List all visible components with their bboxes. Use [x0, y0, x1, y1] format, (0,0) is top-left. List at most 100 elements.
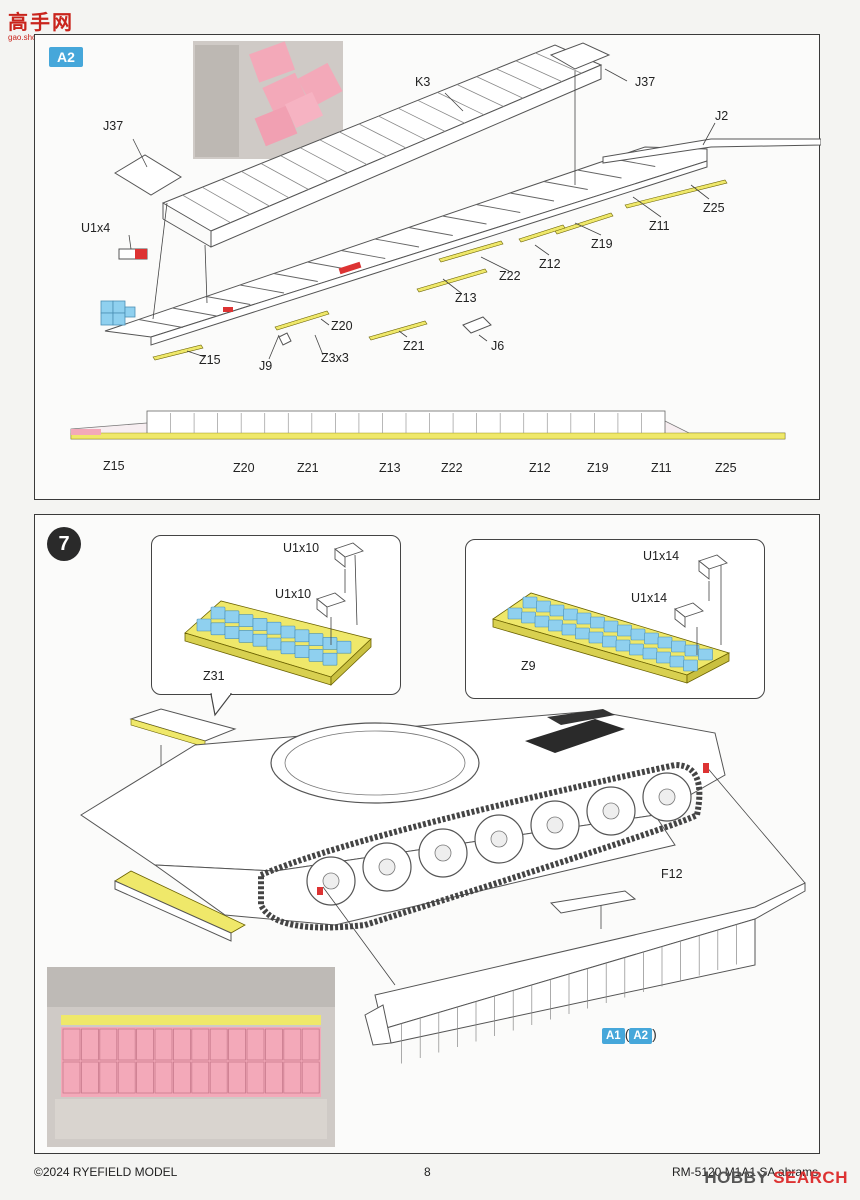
- frame-slat: [442, 215, 487, 225]
- frame-slat: [273, 273, 318, 282]
- k3-divider: [202, 186, 251, 215]
- label-j37-left: J37: [103, 119, 124, 133]
- wheel-hub: [546, 816, 564, 834]
- side-label: Z15: [103, 459, 125, 473]
- label-j9: J9: [259, 359, 273, 373]
- wheel-hub: [658, 788, 676, 806]
- photo-armor-block: [283, 1061, 302, 1094]
- label-z11: Z11: [649, 219, 670, 233]
- watermark-brand2: SEARCH: [773, 1168, 848, 1187]
- k3-divider: [515, 60, 563, 82]
- label-u1x14-a: U1x14: [643, 549, 680, 563]
- footer-product: RM-5120 M1A1 SA abrams: [672, 1165, 819, 1179]
- watermark-brand: HOBBY: [704, 1168, 768, 1187]
- reactive-block: [561, 623, 577, 636]
- reactive-block: [308, 633, 324, 646]
- j2-rail: [602, 138, 821, 164]
- reactive-block: [266, 621, 282, 635]
- photo-armor-block: [228, 1061, 247, 1094]
- j9-part: [278, 332, 292, 346]
- frame-slat: [543, 181, 588, 190]
- label-u1x10-b: U1x10: [275, 587, 312, 601]
- side-label: Z11: [651, 461, 672, 475]
- k3-divider: [221, 178, 270, 207]
- turret-ring: [270, 722, 480, 804]
- photo-armor-block: [154, 1028, 173, 1061]
- reactive-block: [602, 635, 617, 648]
- label-z21: Z21: [403, 339, 425, 353]
- photo-armor-block: [228, 1028, 247, 1061]
- reactive-block: [563, 608, 578, 621]
- label-z12: Z12: [539, 257, 561, 271]
- label-z31: Z31: [203, 669, 225, 683]
- reactive-block: [576, 612, 592, 625]
- k3-divider: [280, 155, 329, 182]
- k3-armor-strip: [161, 44, 603, 248]
- photo-armor-block: [264, 1061, 283, 1094]
- reactive-block: [671, 640, 686, 653]
- reactive-block: [522, 596, 538, 609]
- reactive-block: [698, 648, 713, 661]
- panel-a2-badge: A2: [49, 47, 83, 67]
- reactive-block: [238, 630, 254, 643]
- label-z9: Z9: [521, 659, 536, 673]
- photo-armor-block: [172, 1061, 191, 1094]
- reactive-block: [630, 628, 646, 641]
- label-z19: Z19: [591, 237, 613, 251]
- photo-armor-block: [264, 1028, 283, 1061]
- panel-step-7: 7: [34, 514, 820, 1154]
- reactive-block: [322, 637, 338, 650]
- photo-armor-block: [81, 1061, 99, 1094]
- label-f12: F12: [661, 867, 683, 881]
- frame-slat: [239, 284, 285, 294]
- reactive-block: [644, 632, 659, 645]
- frame-slat: [341, 250, 386, 259]
- label-j6: J6: [491, 339, 505, 353]
- label-z3x3: Z3x3: [321, 351, 349, 365]
- reactive-block: [548, 619, 563, 632]
- a2-photo-inset: [193, 41, 343, 159]
- ref-open-paren: (: [624, 1026, 630, 1042]
- reactive-block: [617, 624, 632, 637]
- panel-a2: A2: [34, 34, 821, 500]
- ref-a2: A2: [629, 1028, 653, 1044]
- reactive-block: [294, 645, 310, 658]
- reactive-block: [280, 625, 296, 639]
- side-label: Z20: [233, 461, 255, 475]
- j37-left-part: [114, 154, 182, 196]
- reactive-block: [642, 647, 658, 660]
- k3-divider: [358, 123, 407, 149]
- label-j2: J2: [715, 109, 729, 123]
- reactive-block: [603, 620, 619, 633]
- reactive-block: [308, 649, 324, 662]
- frame-slat: [509, 192, 555, 202]
- k3-divider: [319, 139, 368, 165]
- reactive-block: [210, 606, 226, 620]
- reactive-block: [575, 627, 590, 640]
- a2-leader-lines: [128, 68, 716, 360]
- reactive-block: [280, 641, 296, 655]
- k3-divider: [535, 52, 582, 74]
- frame-slat: [577, 169, 622, 179]
- step7-drawing: [47, 542, 806, 1147]
- reactive-block: [252, 618, 268, 631]
- wheel-hub: [602, 802, 620, 820]
- photo-armor-block: [172, 1028, 191, 1061]
- reactive-block: [629, 643, 644, 656]
- a2-side-view: [70, 410, 786, 440]
- ref-a1: A1: [602, 1028, 625, 1044]
- photo-armor-block: [62, 1028, 81, 1061]
- reactive-block: [534, 615, 550, 628]
- label-u1x4: U1x4: [81, 221, 111, 235]
- side-label: Z21: [297, 461, 319, 475]
- part-references: A1(A2): [602, 1026, 657, 1044]
- frame-slat: [408, 227, 453, 236]
- label-u1x10-a: U1x10: [283, 541, 320, 555]
- side-label: Z13: [379, 461, 401, 475]
- a2-frame: [104, 146, 708, 346]
- loose-plate-top: [129, 708, 237, 748]
- photo-armor-block: [191, 1028, 210, 1061]
- site-logo: 高手网 gao.shou.com: [8, 6, 74, 42]
- reactive-block: [536, 600, 551, 613]
- engine-grille: [525, 719, 625, 753]
